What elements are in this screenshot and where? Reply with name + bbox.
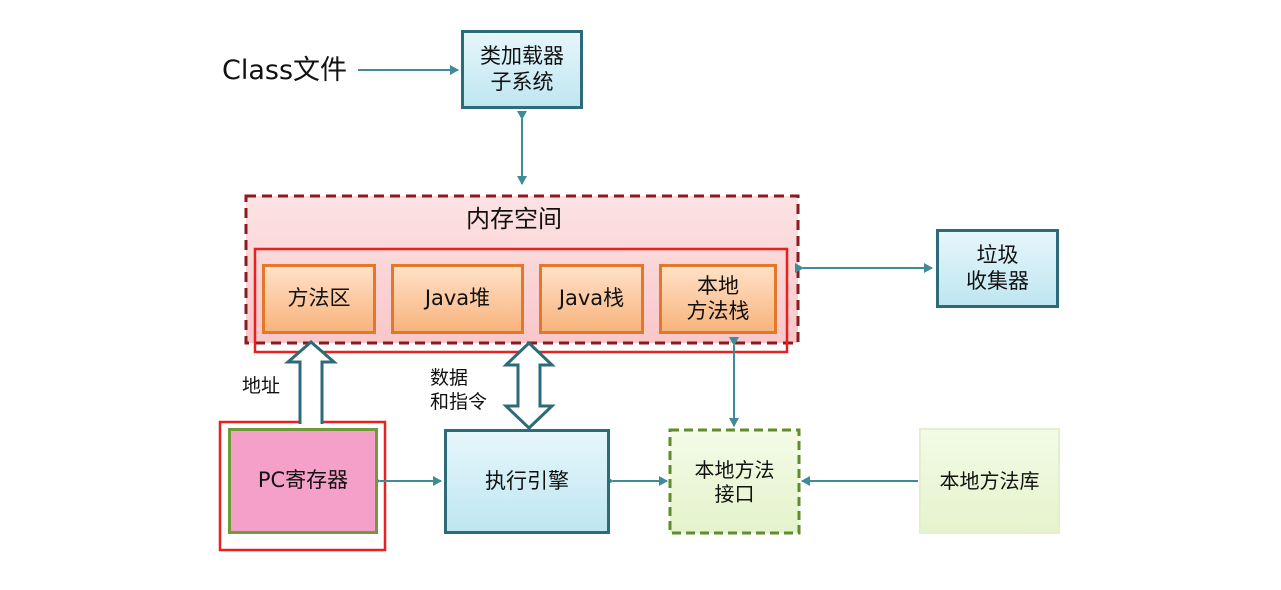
garbage-collector: 垃圾 收集器 [936,229,1059,308]
java-stack-label: Java栈 [558,286,625,311]
execution-engine-label: 执行引擎 [485,468,569,493]
native-interface-frame [668,428,801,535]
method-area: 方法区 [262,264,376,334]
data-instructions-label: 数据 和指令 [430,367,488,413]
java-heap-label: Java堆 [424,286,491,311]
arrow-address-hollow [283,340,339,424]
class-loader-subsystem: 类加载器 子系统 [461,30,583,109]
java-heap: Java堆 [391,264,524,334]
native-method-library-label: 本地方法库 [939,469,1040,493]
native-method-library: 本地方法库 [919,428,1060,534]
pc-register-label: PC寄存器 [257,468,349,493]
method-area-label: 方法区 [287,286,351,311]
native-method-interface: 本地方法 接口 [670,430,799,533]
memory-space-title: 内存空间 [466,205,562,233]
arrow-data-hollow [502,340,556,431]
native-method-stack: 本地 方法栈 [659,264,777,334]
execution-engine: 执行引擎 [444,429,610,534]
pc-register: PC寄存器 [228,428,378,534]
java-stack: Java栈 [539,264,644,334]
native-method-stack-label: 本地 方法栈 [686,273,750,323]
class-loader-label: 类加载器 子系统 [480,44,564,94]
class-file-label: Class文件 [222,55,348,86]
native-method-interface-label: 本地方法 接口 [694,457,775,506]
garbage-collector-label: 垃圾 收集器 [966,243,1029,293]
address-label: 地址 [242,375,281,397]
